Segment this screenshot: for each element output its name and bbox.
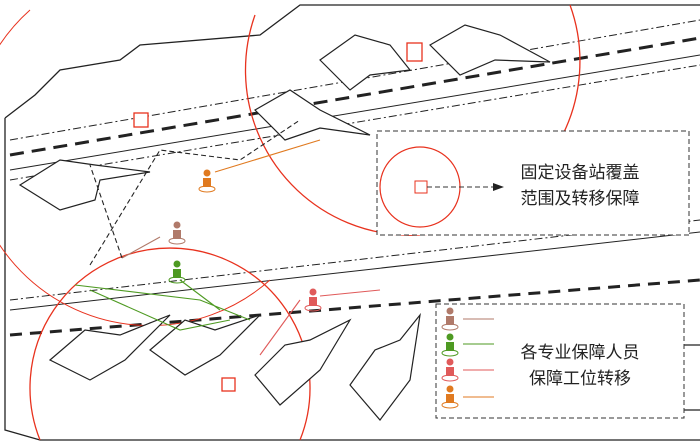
personnel-legend-line1: 各专业保障人员 [520, 343, 640, 363]
aircraft-group [18, 24, 551, 421]
person-red-icon [304, 288, 322, 312]
personnel-legend-line2: 保障工位转移 [529, 369, 631, 389]
aircraft [319, 34, 412, 91]
aircraft [18, 159, 151, 211]
legend-person-green-icon [441, 333, 459, 357]
equipment-stations [133, 42, 423, 392]
transfer-lines [74, 119, 381, 356]
angled-runway [9, 19, 700, 337]
aircraft [254, 89, 371, 141]
fixed-station-line1: 固定设备站覆盖 [520, 163, 640, 183]
aircraft [254, 318, 352, 406]
legend-person-brown-icon [441, 307, 459, 331]
fixed-station-line2: 范围及转移保障 [520, 189, 640, 209]
aircraft [48, 314, 171, 381]
aircraft [349, 312, 421, 421]
person-green-icon [168, 260, 186, 284]
person-brown-icon [168, 221, 186, 245]
personnel-legend-box [435, 303, 685, 419]
aircraft [429, 24, 551, 76]
legend-person-orange-icon [441, 385, 459, 409]
legend-person-red-icon [441, 358, 459, 382]
coverage-circle-3 [0, 9, 271, 327]
personnel-legend-label: 各专业保障人员 保障工位转移 [505, 340, 655, 392]
aircraft [149, 314, 261, 376]
person-orange-icon [198, 169, 216, 193]
fixed-station-label: 固定设备站覆盖 范围及转移保障 [505, 160, 655, 212]
arrow-icon [493, 183, 504, 191]
deck-outline [4, 4, 700, 441]
